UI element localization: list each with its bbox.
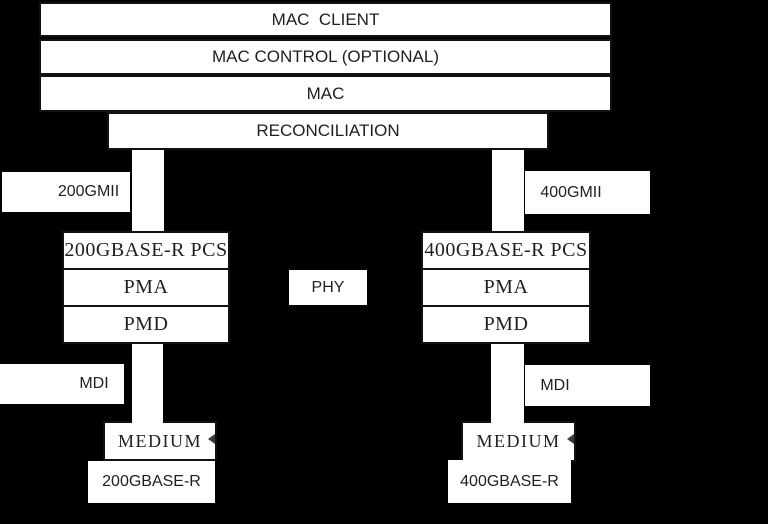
box-reconciliation: RECONCILIATION bbox=[107, 112, 549, 150]
medium-arrowhead-left-icon bbox=[208, 434, 215, 444]
label-200gbase-r: 200GBASE-R bbox=[88, 461, 215, 503]
box-mac-client: MAC CLIENT bbox=[39, 2, 612, 37]
box-mac-control: MAC CONTROL (OPTIONAL) bbox=[39, 39, 612, 75]
connector-left-lower bbox=[132, 344, 163, 424]
box-pma-left: PMA bbox=[62, 268, 230, 307]
connector-left-upper bbox=[132, 150, 164, 231]
connector-right-lower bbox=[491, 344, 524, 424]
box-pma-right: PMA bbox=[421, 268, 591, 307]
label-400gbase-r: 400GBASE-R bbox=[448, 460, 571, 503]
box-medium-left: MEDIUM bbox=[103, 421, 217, 461]
box-200gbase-r-pcs: 200GBASE-R PCS bbox=[62, 231, 230, 270]
label-400gmii: 400GMII bbox=[525, 171, 650, 214]
box-mac: MAC bbox=[39, 75, 612, 112]
box-pmd-left: PMD bbox=[62, 305, 230, 344]
medium-arrowhead-right-icon bbox=[567, 434, 574, 444]
label-mdi-right: MDI bbox=[525, 365, 650, 406]
label-phy: PHY bbox=[289, 270, 367, 305]
label-mdi-left: MDI bbox=[0, 364, 124, 404]
box-pmd-right: PMD bbox=[421, 305, 591, 344]
connector-right-upper bbox=[492, 150, 524, 231]
box-400gbase-r-pcs: 400GBASE-R PCS bbox=[421, 231, 591, 270]
label-200gmii: 200GMII bbox=[2, 172, 130, 212]
box-medium-right: MEDIUM bbox=[461, 421, 576, 462]
